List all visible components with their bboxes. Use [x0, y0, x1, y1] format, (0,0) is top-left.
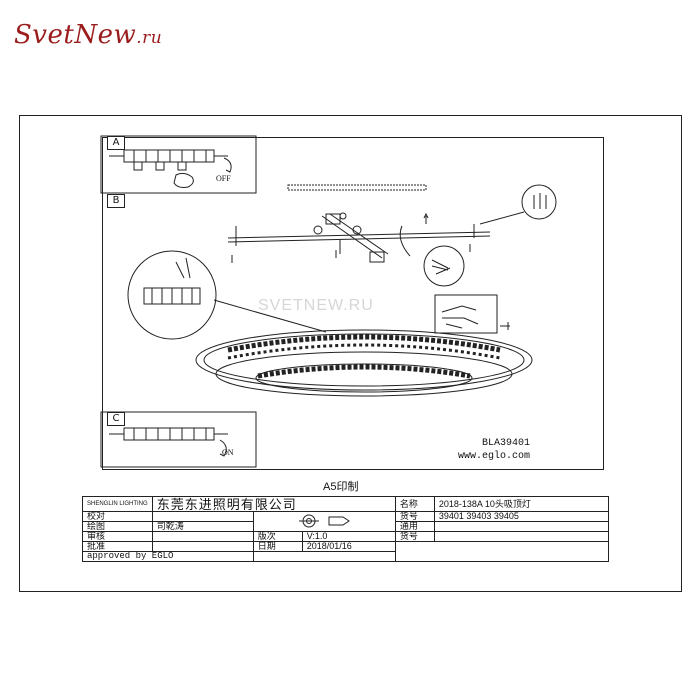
mounting-bracket: [227, 212, 491, 263]
check-label: 校对: [82, 511, 153, 522]
blank-cell: [394, 541, 610, 562]
check-value: [151, 511, 254, 522]
name-label: 名称: [394, 496, 435, 512]
drawn-label: 绘图: [82, 521, 153, 532]
instruction-sheet: [19, 115, 682, 592]
ceiling-lamp: [195, 329, 533, 397]
company-name: 东莞东进照明有限公司: [151, 496, 396, 512]
date-label: 日期: [252, 541, 303, 552]
logo-name: SvetNew: [14, 20, 137, 50]
review-value: [151, 531, 254, 542]
terminal-block-off: [109, 149, 232, 188]
title-block: SHENGLIN LIGHTING 东莞东进照明有限公司 名称 2018-138…: [82, 496, 610, 562]
model-number: BLA39401: [482, 438, 531, 449]
drawn-value: 司乾涛: [151, 521, 254, 532]
drawing-area: [102, 137, 604, 470]
terminal-block-on: [109, 427, 228, 457]
watermark: SVETNEW.RU: [258, 297, 374, 314]
product-name: 2018-138A 10头吸顶灯: [433, 496, 610, 512]
item-label: 货号: [394, 511, 435, 522]
version-label: 版次: [252, 531, 303, 542]
common-label: 通用: [394, 521, 435, 532]
date-value: 2018/01/16: [301, 541, 396, 552]
print-caption: A5印制: [323, 481, 359, 493]
item-number: 39401 39403 39405: [433, 511, 610, 522]
approve-label: 批准: [82, 541, 153, 552]
projection-symbol: [252, 511, 396, 532]
website: www.eglo.com: [458, 451, 531, 462]
common-value-2: [433, 531, 610, 542]
switch-off-label: OFF: [216, 174, 231, 183]
version-value: V:1.0: [301, 531, 396, 542]
logo-tld: .ru: [136, 28, 163, 48]
switch-on-label: ON: [222, 448, 234, 457]
site-logo[interactable]: SvetNew.ru: [14, 20, 162, 50]
review-label: 审核: [82, 531, 153, 542]
panel-label-b: B: [107, 194, 125, 208]
common-label-2: 货号: [394, 531, 435, 542]
panel-label-c: C: [107, 412, 125, 426]
approve-value: [151, 541, 254, 552]
approved-by: approved by EGLO: [82, 551, 254, 562]
common-value: [433, 521, 610, 532]
blank-footer: [252, 551, 396, 562]
panel-label-a: A: [107, 136, 125, 150]
maker-logo: SHENGLIN LIGHTING: [82, 496, 153, 512]
